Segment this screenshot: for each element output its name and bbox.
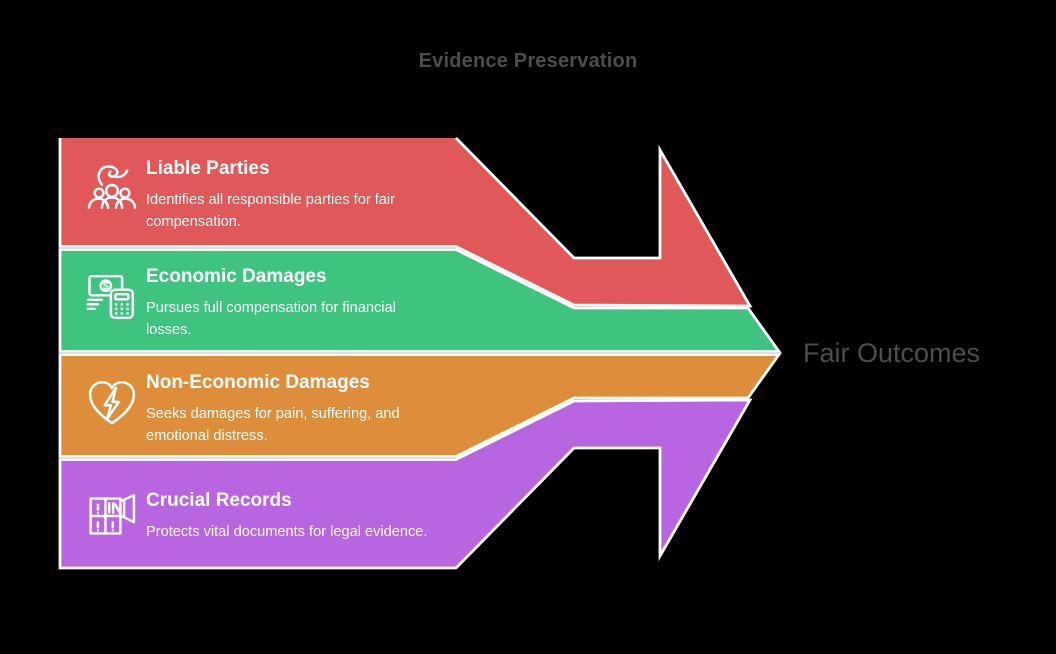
svg-text:$: $ xyxy=(103,281,109,293)
team-care-icon xyxy=(87,165,137,209)
records-cabinet-icon xyxy=(89,493,136,535)
band-description: Pursues full compensation for financial … xyxy=(146,300,396,338)
band-title: Crucial Records xyxy=(146,490,292,511)
money-calculator-icon: $ xyxy=(86,274,135,320)
band-shape-crucial-records xyxy=(58,398,753,570)
band-shape-economic-damages xyxy=(58,248,782,353)
band-title: Non-Economic Damages xyxy=(146,372,370,393)
band-shape-liable-parties xyxy=(60,138,750,306)
band-description: Protects vital documents for legal evide… xyxy=(146,524,428,540)
page-title: Evidence Preservation xyxy=(418,50,638,72)
band-outline-liable-parties xyxy=(58,137,753,308)
band-description: Seeks damages for pain, suffering, and e… xyxy=(146,406,400,444)
band-shape-non-economic-damages xyxy=(58,353,782,458)
band-content-crucial-records: Crucial Records Protects vital documents… xyxy=(146,489,482,544)
band-title: Economic Damages xyxy=(146,266,327,287)
band-content-economic-damages: Economic Damages Pursues full compensati… xyxy=(146,265,482,341)
outcome-label: Fair Outcomes xyxy=(803,338,981,368)
band-title: Liable Parties xyxy=(146,158,270,179)
band-description: Identifies all responsible parties for f… xyxy=(146,192,396,230)
band-content-liable-parties: Liable Parties Identifies all responsibl… xyxy=(146,157,482,233)
band-content-non-economic-damages: Non-Economic Damages Seeks damages for p… xyxy=(146,371,482,447)
heart-lightning-icon xyxy=(88,380,136,425)
